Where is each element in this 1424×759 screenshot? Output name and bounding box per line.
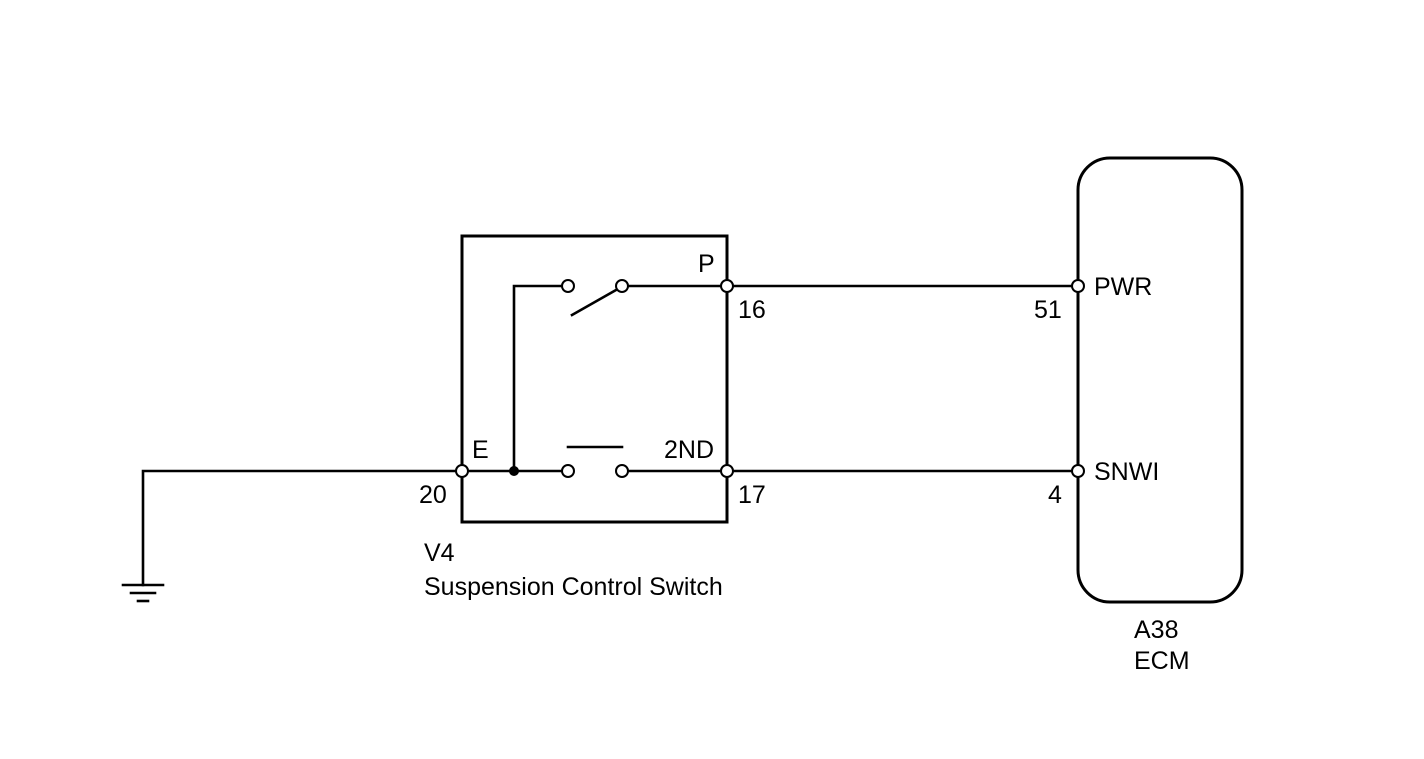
- junction-dot: [509, 466, 519, 476]
- switch-p-contact-right: [615, 279, 629, 293]
- switch-common-wire: [512, 284, 570, 473]
- ecm-name: ECM: [1134, 647, 1190, 675]
- switch-name: Suspension Control Switch: [424, 573, 723, 601]
- terminal-2nd: [720, 464, 734, 478]
- ecm-code: A38: [1134, 616, 1178, 644]
- pin-pwr-number: 51: [1034, 296, 1062, 324]
- switch-p-contact-lever: [570, 288, 618, 317]
- pin-e-number: 20: [419, 481, 447, 509]
- terminal-snwi-label: SNWI: [1094, 458, 1159, 486]
- switch-2nd-contact-right: [615, 464, 629, 478]
- ground-icon: [121, 583, 165, 603]
- switch-housing: [460, 234, 729, 524]
- terminal-2nd-label: 2ND: [664, 436, 714, 464]
- terminal-pwr-label: PWR: [1094, 273, 1152, 301]
- terminal-pwr: [1071, 279, 1085, 293]
- pin-p-number: 16: [738, 296, 766, 324]
- terminal-p: [720, 279, 734, 293]
- pin-snwi-number: 4: [1048, 481, 1062, 509]
- terminal-p-label: P: [698, 250, 715, 278]
- terminal-snwi: [1071, 464, 1085, 478]
- terminal-e-label: E: [472, 436, 489, 464]
- switch-2nd-contact-left: [561, 464, 575, 478]
- terminal-e: [455, 464, 469, 478]
- switch-p-contact-left: [561, 279, 575, 293]
- pin-2nd-number: 17: [738, 481, 766, 509]
- switch-code: V4: [424, 539, 455, 567]
- ecm-housing: [1076, 156, 1244, 604]
- ground-wire: [141, 469, 464, 587]
